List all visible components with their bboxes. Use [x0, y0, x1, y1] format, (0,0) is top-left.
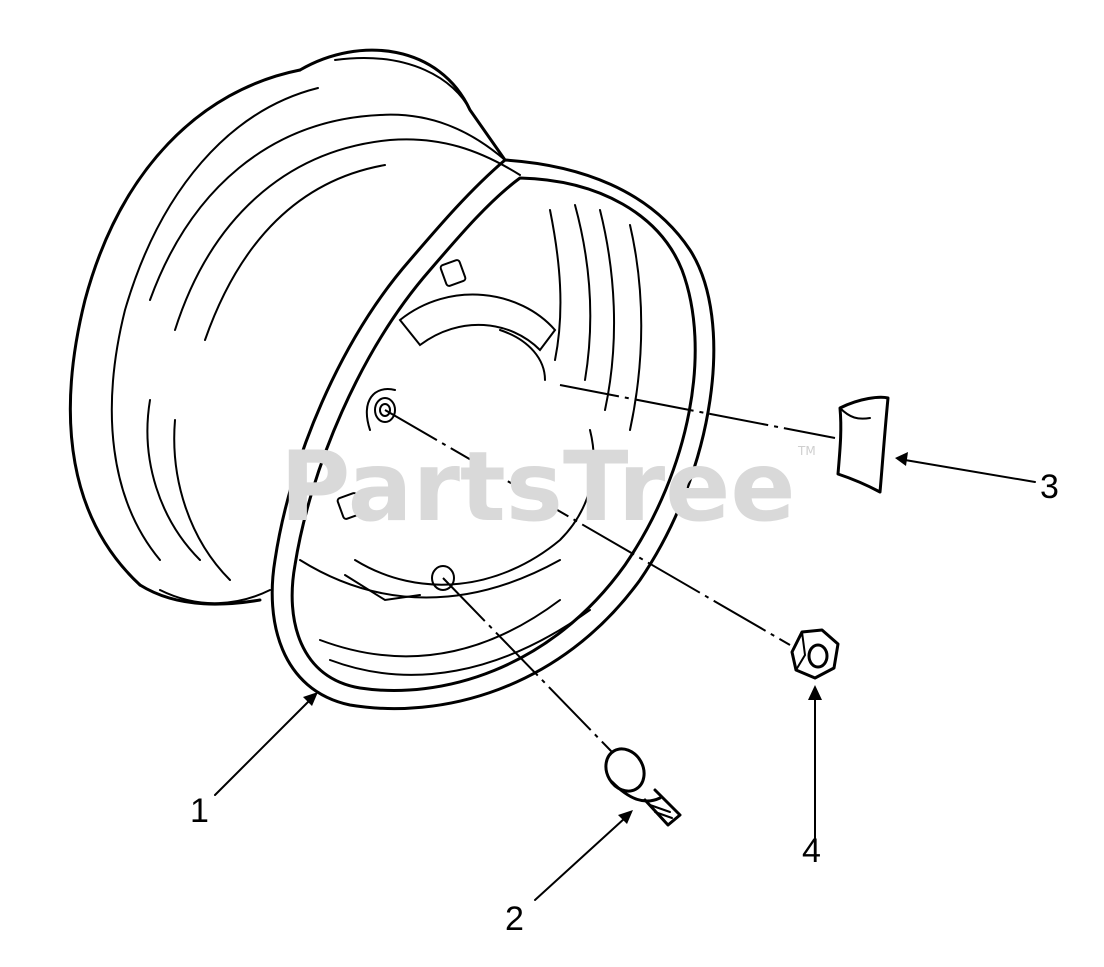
callout-labels: 1 2 3 4 — [190, 468, 1059, 938]
lug-nut-part — [790, 628, 840, 680]
callout-3: 3 — [1040, 468, 1059, 506]
leader-lines — [214, 452, 1036, 901]
watermark-trademark: TM — [797, 444, 816, 458]
callout-1: 1 — [190, 792, 209, 830]
valve-stem-part — [604, 747, 682, 827]
callout-2: 2 — [505, 900, 524, 938]
wheel-rim — [68, 48, 716, 711]
watermark: PartsTree TM — [280, 431, 816, 543]
exploded-view-lines — [384, 384, 836, 753]
watermark-text: PartsTree — [280, 431, 795, 543]
callout-4: 4 — [802, 832, 821, 870]
wheel-weight-part — [836, 395, 890, 494]
